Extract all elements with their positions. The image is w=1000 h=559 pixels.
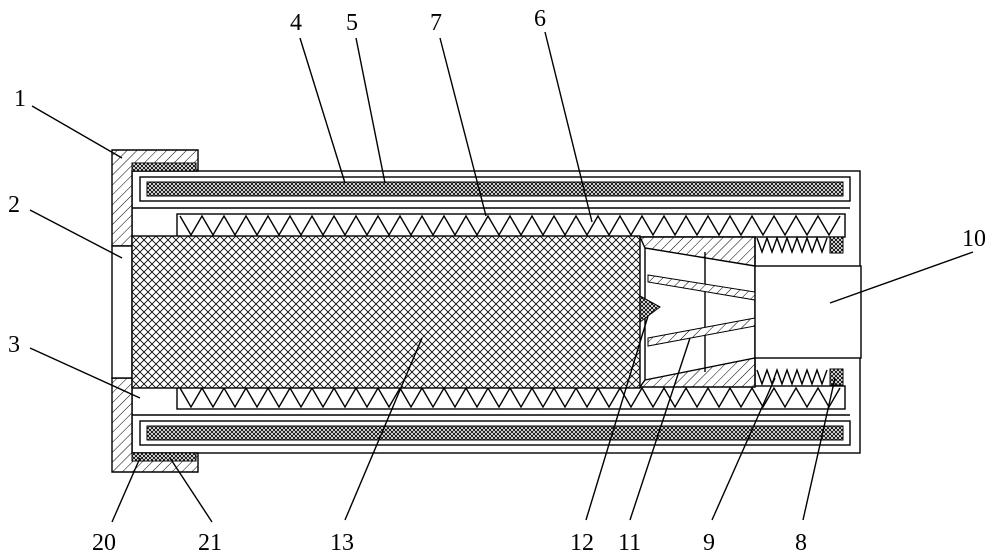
leader-6 [544,31,593,223]
leader-2 [29,209,123,259]
small-spring-top [756,235,828,255]
label-2: 2 [8,192,20,218]
leader-8 [802,377,836,521]
leader-20 [111,457,141,523]
label-4: 4 [290,10,302,36]
leader-13 [344,337,423,521]
label-11: 11 [618,530,641,556]
leader-3 [29,347,141,399]
leader-21 [169,457,213,523]
label-1: 1 [14,86,26,112]
leader-10 [829,251,974,304]
small-spring-bottom [756,367,828,387]
leader-4 [299,37,346,184]
outlet-block [754,265,862,359]
spring-seat-bottom [829,368,844,386]
leader-7 [439,37,487,217]
cutter-tip [639,295,661,323]
core-block [131,235,641,389]
label-10: 10 [962,226,986,252]
label-13: 13 [330,530,354,556]
label-5: 5 [346,10,358,36]
cap-strip-bottom [131,452,197,462]
end-cap-opening [111,245,133,379]
cap-strip-top [131,162,197,172]
layer-top-inner [146,181,844,197]
leader-1 [31,105,123,159]
leader-9 [711,377,776,521]
zigzag-spring-top [179,214,841,237]
label-12: 12 [570,530,594,556]
label-3: 3 [8,332,20,358]
label-21: 21 [198,530,222,556]
label-6: 6 [534,6,546,32]
leader-5 [355,37,386,184]
layer-bottom-inner [146,425,844,441]
label-7: 7 [430,10,442,36]
label-9: 9 [703,530,715,556]
spring-seat-top [829,236,844,254]
leader-12 [585,315,649,521]
label-20: 20 [92,530,116,556]
leader-11 [629,337,691,521]
label-8: 8 [795,530,807,556]
